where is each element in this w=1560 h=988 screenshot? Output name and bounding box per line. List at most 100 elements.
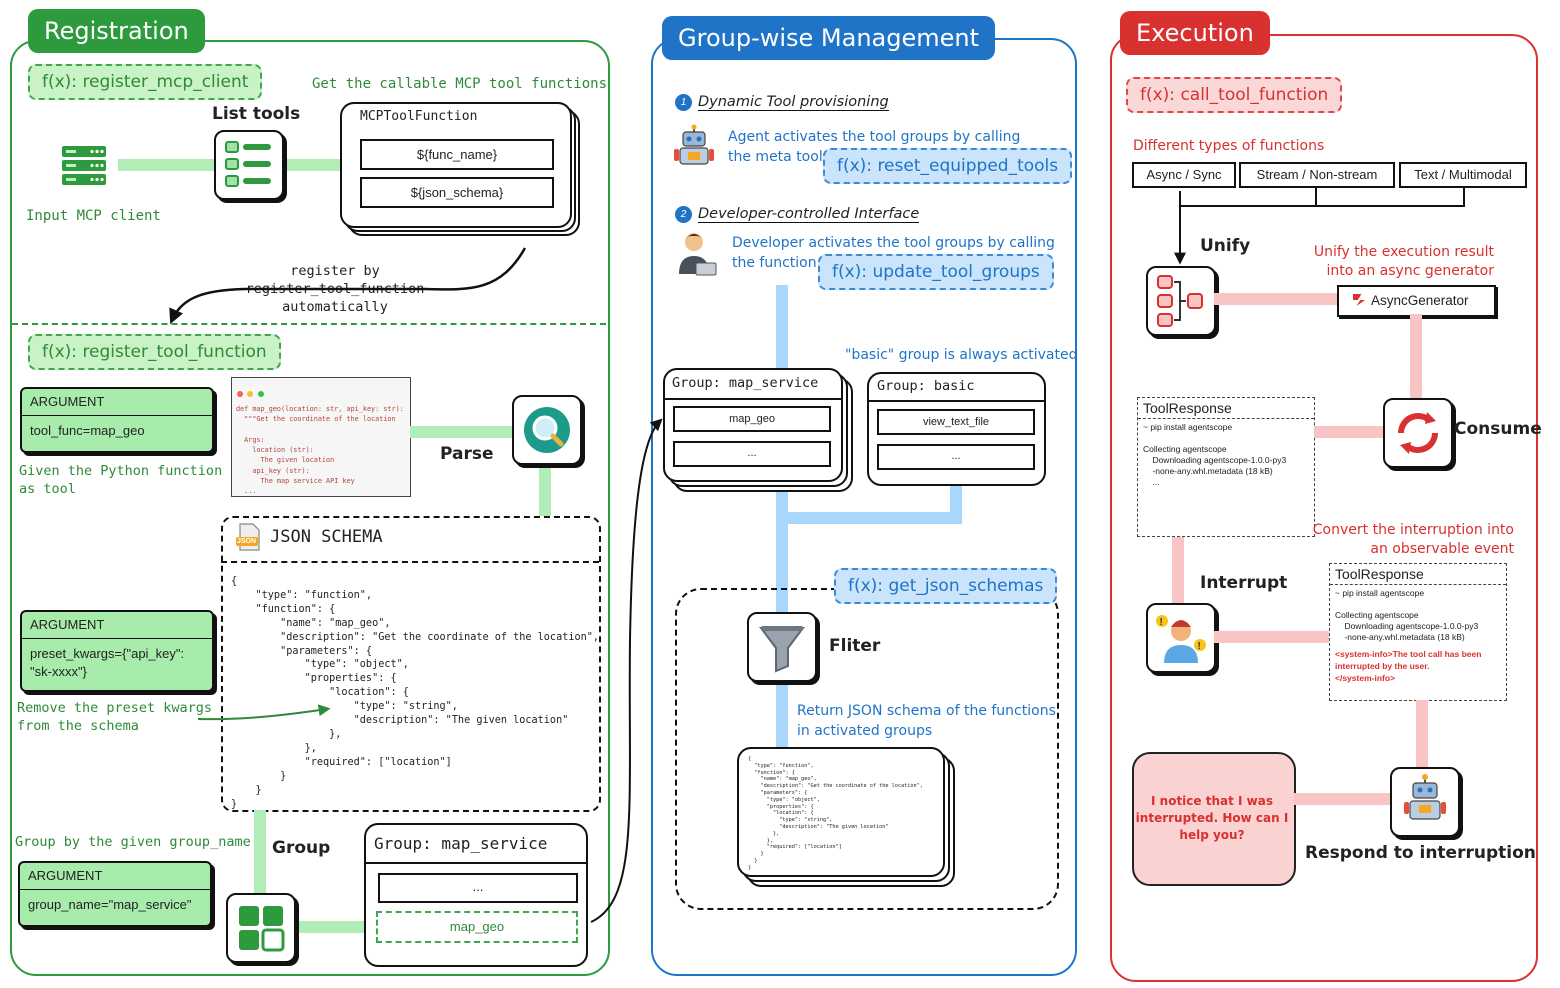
connector-interrupt-resp2 xyxy=(1214,631,1330,643)
group-basic-item-ellipsis: ... xyxy=(877,444,1035,470)
execution-panel xyxy=(1110,34,1538,982)
connector-code-parse xyxy=(410,426,514,438)
group-basic-title: Group: basic xyxy=(877,378,975,394)
func-name-field: ${func_name} xyxy=(360,139,554,170)
server-icon xyxy=(62,146,106,186)
argument-head: ARGUMENT xyxy=(22,612,212,639)
group-grid-icon xyxy=(226,893,296,963)
json-file-icon: JSON xyxy=(234,522,264,552)
json-schema-code: { "type": "function", "function": { "nam… xyxy=(231,575,599,811)
schema-line: "description": "Get the coordinate of th… xyxy=(231,631,600,643)
code-line: """Get the coordinate of the location xyxy=(236,415,396,424)
schema-line: "description": "Get the coordinate of th… xyxy=(748,783,923,790)
tool-response-head: ToolResponse xyxy=(1330,564,1506,585)
step1-badge: 1 xyxy=(675,94,692,111)
json-schema-title: JSON SCHEMA xyxy=(270,527,383,547)
interrupt-label: Interrupt xyxy=(1200,573,1288,593)
json-schema-box xyxy=(221,516,601,812)
tool-response-2: ToolResponse ~ pip install agentscope Co… xyxy=(1329,563,1507,701)
agent-robot-icon xyxy=(671,124,717,170)
types-merge-line xyxy=(1179,186,1465,207)
remove-preset-arrow xyxy=(197,704,331,721)
step1-desc: Agent activates the tool groups by calli… xyxy=(728,129,1021,165)
argument-body: group_name="map_service" xyxy=(28,897,192,912)
tool-response-1: ToolResponse ~ pip install agentscope Co… xyxy=(1137,397,1315,537)
schema-line: "type": "object", xyxy=(231,659,409,671)
schema-line: "name": "map_geo", xyxy=(231,617,391,629)
filter-funnel-icon xyxy=(747,612,817,682)
connector-async-consume xyxy=(1410,314,1422,398)
svg-text:!: ! xyxy=(1198,641,1201,652)
fx-call-tool-function: f(x): call_tool_function xyxy=(1126,77,1343,113)
schema-line: "type": "function", xyxy=(748,762,814,769)
window-dots xyxy=(237,384,264,402)
list-tools-icon xyxy=(214,130,284,200)
schema-line: } xyxy=(748,857,758,864)
tool-response-body: ~ pip install agentscope Collecting agen… xyxy=(1143,422,1287,487)
schema-line: "description": "The given location" xyxy=(231,715,569,727)
group-card-item-map-geo: map_geo xyxy=(376,911,578,943)
input-mcp-client-label: Input MCP client xyxy=(26,208,161,224)
schema-line: "name": "map_geo", xyxy=(748,776,817,783)
fx-reset-equipped-tools: f(x): reset_equipped_tools xyxy=(823,148,1073,184)
group-mgmt-title: Group-wise Management xyxy=(662,16,996,60)
code-line: Args: xyxy=(236,435,265,444)
group-map-item-ellipsis: ... xyxy=(673,441,831,467)
connector-server-list xyxy=(118,159,214,171)
group-map-title: Group: map_service xyxy=(672,375,819,391)
tool-response-system-info: <system-info>The tool call has been inte… xyxy=(1335,649,1482,683)
connector-main-vertical-top xyxy=(776,285,788,375)
filter-label: Fliter xyxy=(829,636,881,656)
tool-response-head: ToolResponse xyxy=(1138,398,1314,419)
connector-resp-consume xyxy=(1314,426,1384,438)
schema-line: "type": "object", xyxy=(748,796,820,803)
schema-line: "location": { xyxy=(231,687,409,699)
execution-title: Execution xyxy=(1120,11,1270,55)
connector-list-mcp xyxy=(282,159,342,171)
group-card-title: Group: map_service xyxy=(374,834,548,853)
schema-line: "description": "The given location" xyxy=(748,823,889,830)
group-basic-divider xyxy=(867,400,1044,402)
code-line: def map_geo(location: str, api_key: str)… xyxy=(236,405,404,413)
mcp-tool-function-title: MCPToolFunction xyxy=(360,109,478,124)
given-python-note: Given the Python function as tool xyxy=(19,463,223,497)
schema-line: { xyxy=(231,576,238,587)
json-schema-divider xyxy=(221,561,599,563)
group-card-item-ellipsis: ... xyxy=(378,873,578,903)
code-snippet-text: def map_geo(location: str, api_key: str)… xyxy=(236,404,404,497)
code-line: ... xyxy=(236,487,257,496)
argument-box-group-name: ARGUMENT group_name="map_service" xyxy=(18,861,212,927)
consume-cycle-icon xyxy=(1383,398,1453,468)
schema-line: "type": "string", xyxy=(231,701,458,713)
step1-title: Dynamic Tool provisioning xyxy=(698,94,889,111)
agent-reply-text: I notice that I was interrupted. How can… xyxy=(1135,794,1289,842)
group-to-management-arrow xyxy=(590,418,663,923)
connector-resp-interrupt xyxy=(1172,537,1184,603)
step2-badge: 2 xyxy=(675,206,692,223)
unify-note: Unify the execution result into an async… xyxy=(1313,244,1494,279)
argument-head: ARGUMENT xyxy=(20,863,210,890)
connector-horizontal-join xyxy=(776,512,962,524)
fx-register-tool-function: f(x): register_tool_function xyxy=(28,334,281,370)
schema-line: "parameters": { xyxy=(748,789,808,796)
unify-flow-icon xyxy=(1146,266,1216,336)
group-map-item-map-geo: map_geo xyxy=(673,406,831,432)
connector-group-card xyxy=(294,921,366,933)
schema-line: "required": ["location"] xyxy=(748,844,842,851)
schema-line: }, xyxy=(748,830,780,837)
schema-line: "properties": { xyxy=(231,673,397,685)
developer-icon xyxy=(674,230,718,276)
schema-line: } xyxy=(748,864,752,871)
fx-get-json-schemas: f(x): get_json_schemas xyxy=(834,568,1058,604)
connector-basic-down xyxy=(950,484,962,524)
group-map-divider xyxy=(663,398,843,400)
parse-label: Parse xyxy=(440,444,494,464)
svg-text:!: ! xyxy=(1160,617,1163,628)
returned-schema-stack xyxy=(737,747,955,887)
argument-box-preset-kwargs: ARGUMENT preset_kwargs={"api_key": "sk-x… xyxy=(20,610,214,692)
connector-unify-async xyxy=(1214,293,1338,305)
argument-head: ARGUMENT xyxy=(22,389,212,416)
schema-line: } xyxy=(748,851,764,858)
schema-line: "function": { xyxy=(748,769,795,776)
remove-preset-note: Remove the preset kwargs from the schema xyxy=(17,700,213,734)
